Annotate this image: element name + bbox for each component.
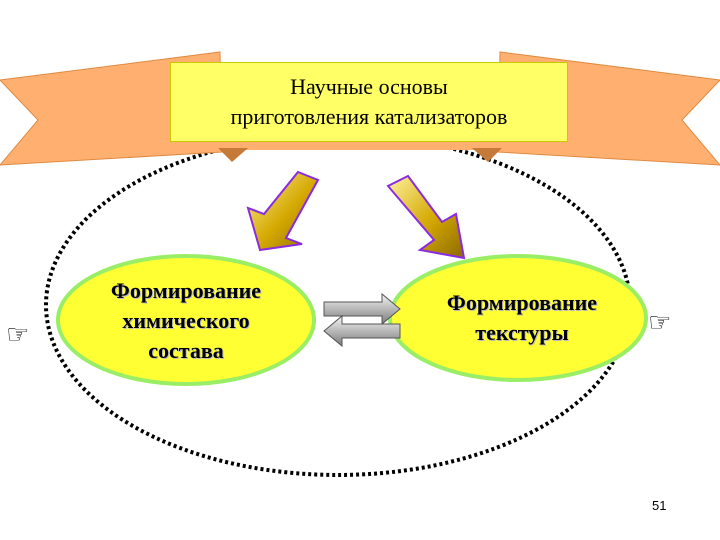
title-line-1: Научные основы [290,74,448,99]
pointing-hand-icon: ☞ [648,308,672,338]
arrow-right-icon [323,292,401,326]
title-line-2: приготовления катализаторов [230,104,508,129]
left-ellipse [56,254,316,386]
pointing-hand-icon: ☞ [6,320,30,350]
down-arrow-right [386,174,466,260]
left-label-line-2: химического [122,308,250,333]
left-label-line-3: состава [148,338,224,363]
right-label-line-2: текстуры [475,320,569,345]
arrow-left-icon [323,314,401,348]
right-label-line-1: Формирование [446,290,598,315]
left-ellipse-label: Формирование химического состава [66,276,306,366]
title-box: Научные основы приготовления катализатор… [170,62,568,142]
right-ellipse [388,254,648,382]
left-label-line-1: Формирование [110,278,262,303]
page-number: 51 [652,498,667,513]
down-arrow-left [246,170,320,252]
right-ellipse-label: Формирование текстуры [408,288,636,348]
